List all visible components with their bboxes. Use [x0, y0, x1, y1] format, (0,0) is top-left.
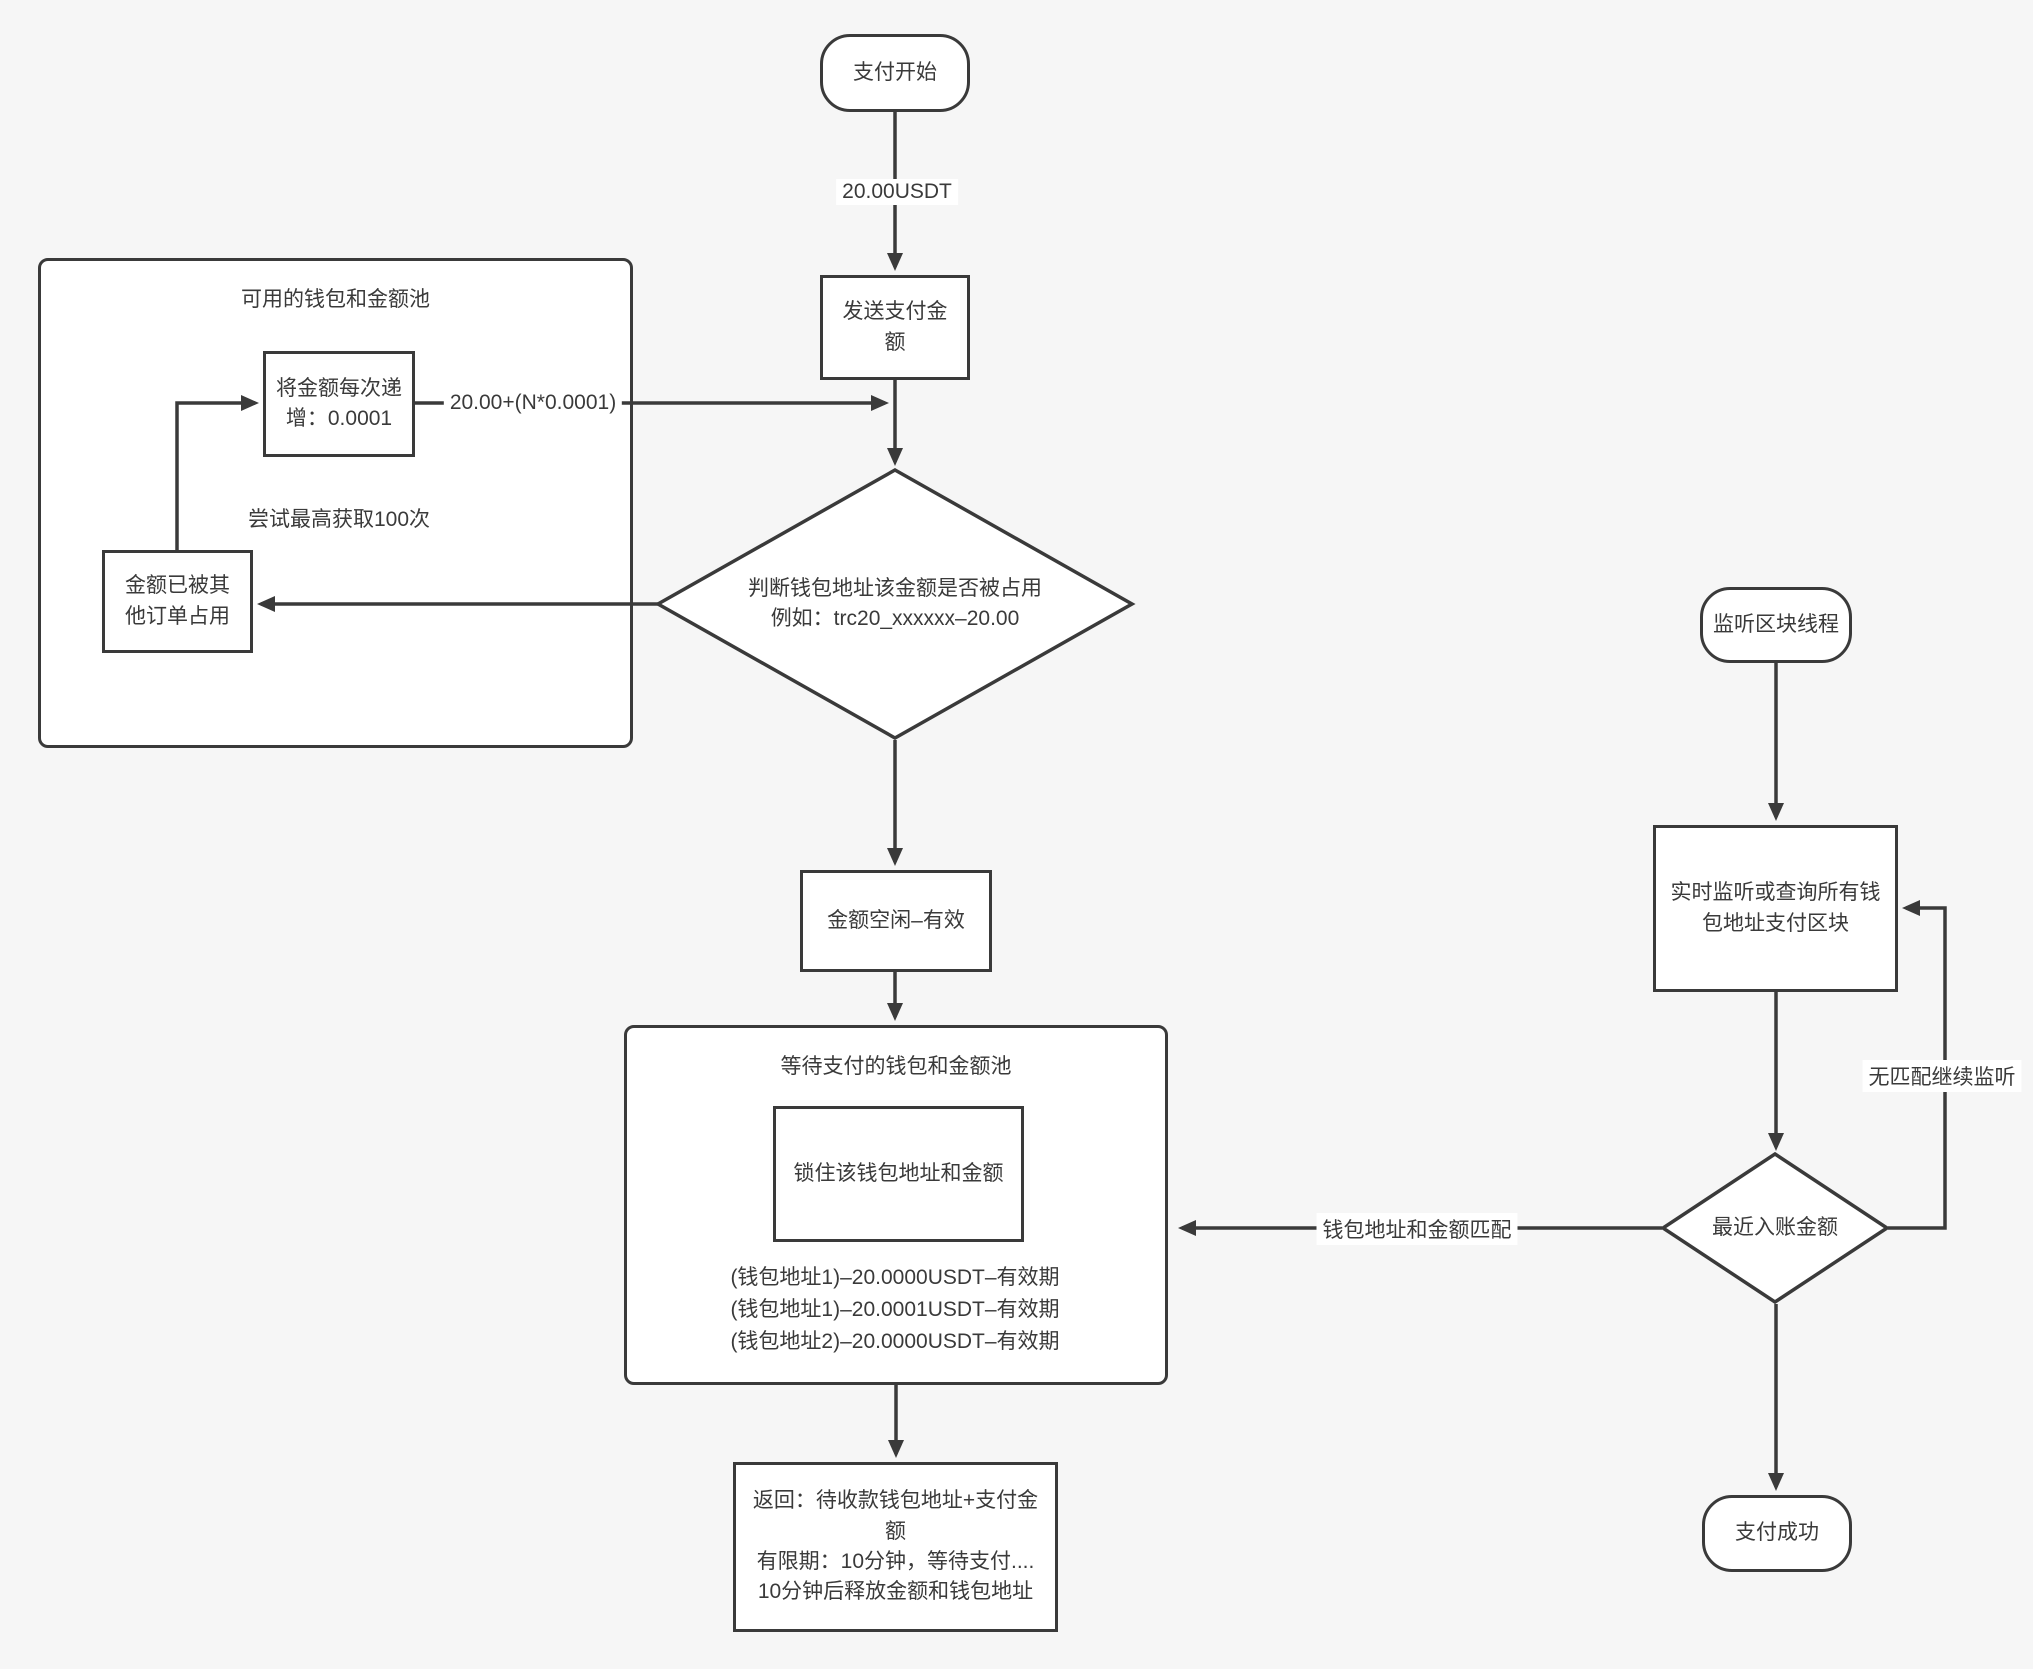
pool-entry: (钱包地址2)–20.0000USDT–有效期 [730, 1330, 1060, 1353]
decision-line1: 判断钱包地址该金额是否被占用 [748, 576, 1042, 600]
decision-recent-amount-text: 最近入账金额 [1660, 1152, 1890, 1304]
decision-amount-occupied-text: 判断钱包地址该金额是否被占用 例如：trc20_xxxxxx–20.00 [654, 468, 1136, 740]
amount-free-step: 金额空闲–有效 [800, 870, 992, 972]
listen-thread-label: 监听区块线程 [1713, 612, 1839, 636]
return-line1: 返回：待收款钱包地址+支付金额 [752, 1489, 1039, 1543]
send-amount-label: 发送支付金额 [842, 300, 948, 354]
edge-label-match: 钱包地址和金额匹配 [1316, 1213, 1518, 1245]
success-terminal: 支付成功 [1702, 1495, 1852, 1572]
amount-occupied-label: 金额已被其他订单占用 [125, 574, 230, 628]
start-label: 支付开始 [853, 60, 937, 84]
decision-amount-occupied: 判断钱包地址该金额是否被占用 例如：trc20_xxxxxx–20.00 [654, 468, 1136, 740]
lock-wallet-step: 锁住该钱包地址和金额 [773, 1106, 1024, 1242]
decision-recent-amount: 最近入账金额 [1660, 1152, 1890, 1304]
available-pool-title: 可用的钱包和金额池 [241, 288, 430, 311]
edge-label-no-match: 无匹配继续监听 [1862, 1060, 2022, 1092]
pool-entry: (钱包地址1)–20.0000USDT–有效期 [730, 1266, 1060, 1289]
decision-diamond-shape [654, 468, 1136, 740]
start-terminal: 支付开始 [820, 34, 970, 112]
waiting-pool-entries: (钱包地址1)–20.0000USDT–有效期 (钱包地址1)–20.0001U… [624, 1262, 1166, 1358]
increment-amount-label: 将金额每次递增：0.0001 [276, 376, 402, 430]
pool-entry: (钱包地址1)–20.0001USDT–有效期 [730, 1298, 1060, 1321]
success-label: 支付成功 [1735, 1521, 1819, 1545]
return-info-step: 返回：待收款钱包地址+支付金额 有限期：10分钟，等待支付.... 10分钟后释… [733, 1462, 1058, 1632]
send-amount-step: 发送支付金额 [820, 275, 970, 380]
return-line2: 有限期：10分钟，等待支付.... [756, 1550, 1035, 1573]
amount-free-label: 金额空闲–有效 [827, 908, 965, 932]
increment-amount-step: 将金额每次递增：0.0001 [263, 351, 415, 457]
available-pool-container: 可用的钱包和金额池 [38, 258, 633, 748]
amount-occupied-step: 金额已被其他订单占用 [102, 550, 253, 653]
return-line3: 10分钟后释放金额和钱包地址 [757, 1580, 1034, 1604]
decision2-diamond-shape [1660, 1152, 1890, 1304]
listen-thread-terminal: 监听区块线程 [1700, 587, 1852, 663]
recent-amount-label: 最近入账金额 [1712, 1215, 1838, 1239]
monitor-blocks-label: 实时监听或查询所有钱包地址支付区块 [1670, 881, 1881, 935]
waiting-pool-title: 等待支付的钱包和金额池 [780, 1055, 1012, 1078]
decision-line2: 例如：trc20_xxxxxx–20.00 [770, 607, 1020, 630]
edge-label-formula: 20.00+(N*0.0001) [443, 390, 623, 416]
retry-note: 尝试最高获取100次 [247, 508, 431, 531]
waiting-pool-container: 等待支付的钱包和金额池 [624, 1025, 1168, 1385]
lock-wallet-label: 锁住该钱包地址和金额 [793, 1161, 1004, 1185]
monitor-blocks-step: 实时监听或查询所有钱包地址支付区块 [1653, 825, 1898, 992]
edge-label-amount: 20.00USDT [836, 179, 958, 205]
